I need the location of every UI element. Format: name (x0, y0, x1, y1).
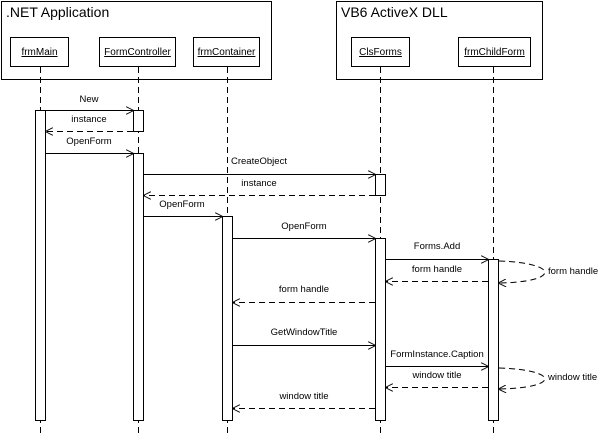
object-frmmain: frmMain (10, 37, 69, 67)
message-getwindowtitle: GetWindowTitle (233, 327, 375, 346)
object-frmchildform-label: frmChildForm (464, 47, 525, 58)
message-form-handle-self-label: form handle (548, 266, 598, 277)
message-openform-2: OpenForm (144, 199, 222, 217)
message-forminstance-caption: FormInstance.Caption (386, 349, 488, 367)
frame-net-application-title: .NET Application (6, 4, 109, 20)
object-formcontroller: FormController (99, 37, 176, 67)
object-formcontroller-label: FormController (104, 47, 171, 58)
activation-frmcontainer (222, 216, 233, 421)
message-forms-add-label: Forms.Add (414, 241, 460, 252)
message-instance-1: instance (46, 114, 133, 132)
message-window-title-1: window title (386, 370, 488, 388)
message-createobject: CreateObject (144, 156, 375, 175)
message-openform-3-label: OpenForm (281, 221, 326, 232)
message-createobject-label: CreateObject (231, 156, 287, 167)
message-form-handle-1-label: form handle (412, 264, 462, 275)
activation-formcontroller-openform (133, 153, 144, 421)
activation-frmmain (35, 110, 46, 421)
message-openform-1-label: OpenForm (66, 136, 111, 147)
message-instance-2-label: instance (241, 178, 276, 189)
message-window-title-1-label: window title (411, 370, 461, 381)
object-frmmain-label: frmMain (21, 47, 57, 58)
message-instance-1-label: instance (71, 114, 106, 125)
message-window-title-2: window title (233, 391, 375, 409)
message-form-handle-self: form handle (499, 260, 598, 283)
object-frmcontainer: frmContainer (193, 37, 260, 67)
message-window-title-self: window title (499, 367, 597, 389)
message-form-handle-2-label: form handle (279, 284, 329, 295)
message-form-handle-2: form handle (233, 284, 375, 303)
object-frmchildform: frmChildForm (458, 37, 531, 67)
message-openform-1: OpenForm (46, 136, 133, 154)
object-clsforms-label: ClsForms (359, 47, 402, 58)
activation-clsforms-create (375, 174, 386, 196)
object-frmcontainer-label: frmContainer (198, 47, 256, 58)
activation-formcontroller-new (133, 110, 144, 132)
message-new: New (46, 94, 133, 111)
message-getwindowtitle-label: GetWindowTitle (271, 327, 338, 338)
message-forminstance-caption-label: FormInstance.Caption (390, 349, 483, 360)
message-new-label: New (79, 94, 98, 105)
object-clsforms: ClsForms (351, 37, 410, 67)
frame-vb6-activex-dll-title: VB6 ActiveX DLL (341, 4, 448, 20)
message-window-title-2-label: window title (278, 391, 328, 402)
activation-clsforms-openform (375, 238, 386, 421)
message-openform-2-label: OpenForm (159, 199, 204, 210)
message-forms-add: Forms.Add (386, 241, 488, 260)
message-form-handle-1: form handle (386, 264, 488, 282)
message-openform-3: OpenForm (233, 221, 375, 239)
activation-frmchildform (488, 259, 499, 421)
message-instance-2: instance (144, 178, 375, 196)
message-window-title-self-label: window title (547, 372, 597, 383)
